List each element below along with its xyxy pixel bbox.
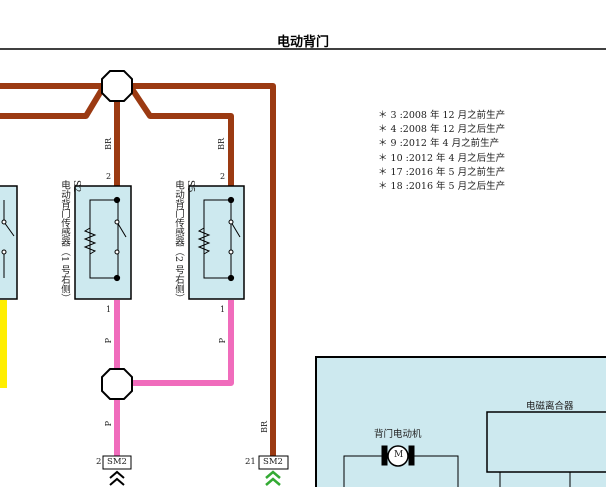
connector-left-box xyxy=(102,455,132,470)
connector-left-arrow xyxy=(109,470,125,486)
sensor-1-box xyxy=(74,185,132,300)
wire-label-br: BR xyxy=(260,421,269,433)
sensor-2-box xyxy=(188,185,245,300)
junction-top xyxy=(101,70,133,102)
wire-label-p: P xyxy=(218,338,227,344)
connector-right-code: SM2 xyxy=(263,457,283,467)
wire-label-br: BR xyxy=(104,138,113,150)
sensor-left-partial xyxy=(0,185,18,300)
connector-right-pin: 21 xyxy=(245,457,256,467)
diagram-title: 电动背门 xyxy=(276,35,329,50)
note-item: ＊ 17 :2016 年 5 月之前生产 xyxy=(378,166,506,178)
sensor-2-name: 电动背门传感器（2 号右侧） xyxy=(173,180,184,304)
note-item: ＊ 3 :2008 年 12 月之前生产 xyxy=(378,110,506,121)
clutch-box xyxy=(486,411,606,473)
sensor-2-pin-bottom: 1 xyxy=(220,305,226,314)
sensor-1-code: S2 xyxy=(71,180,82,193)
motor-symbol xyxy=(343,445,459,487)
connector-right-arrow xyxy=(265,470,281,486)
clutch-lines xyxy=(499,472,571,487)
br-wires xyxy=(0,83,276,460)
wire-label-p: P xyxy=(104,421,113,427)
yellow-wire xyxy=(0,300,7,388)
sensor-1-pin-top: 2 xyxy=(106,172,112,181)
note-item: ＊ 9 :2012 年 4 月之前生产 xyxy=(378,138,500,150)
p-wires xyxy=(114,300,234,460)
note-item: ＊ 10 :2012 年 4 月之后生产 xyxy=(378,152,506,164)
motor-label: 背门电动机 xyxy=(374,429,422,440)
note-item: ＊ 4 :2008 年 12 月之后生产 xyxy=(378,124,506,136)
sensor-2-code: S5 xyxy=(185,180,196,193)
sensor-2-label: S5 电动背门传感器（2 号右侧） xyxy=(172,180,196,303)
sensor-1-pin-bottom: 1 xyxy=(106,305,112,314)
sensor-1-label: S2 电动背门传感器（1 号右侧） xyxy=(58,180,82,303)
motor-symbol-label: M xyxy=(394,450,404,460)
connector-right-box xyxy=(258,455,289,470)
sensor-2-pin-top: 2 xyxy=(220,172,226,181)
production-notes: ＊ 3 :2008 年 12 月之前生产 ＊ 4 :2008 年 12 月之后生产… xyxy=(378,109,505,194)
clutch-label: 电磁离合器 xyxy=(526,401,574,412)
note-item: ＊ 18 :2016 年 5 月之后生产 xyxy=(378,181,506,193)
sensor-1-name: 电动背门传感器（1 号右侧） xyxy=(59,180,70,304)
junction-bottom xyxy=(101,368,133,400)
connector-left-pin: 2 xyxy=(96,457,102,467)
wire-label-br: BR xyxy=(217,138,226,150)
wire-label-p: P xyxy=(104,338,113,344)
connector-left-code: SM2 xyxy=(107,457,127,467)
